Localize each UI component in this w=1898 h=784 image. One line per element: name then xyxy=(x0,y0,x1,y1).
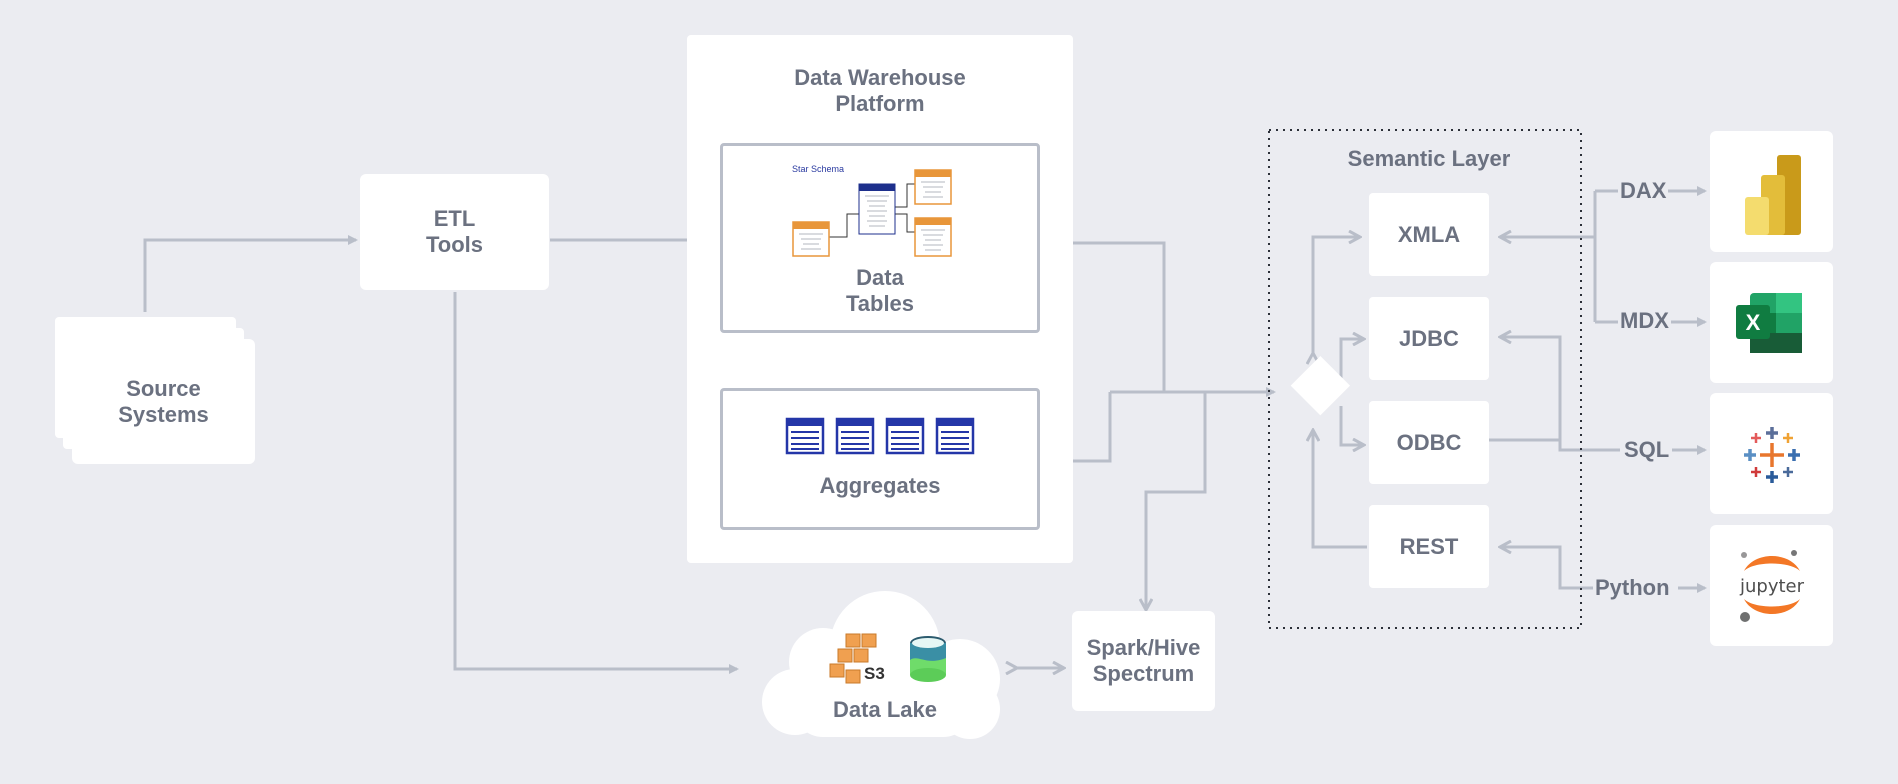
xmla-interface: XMLA xyxy=(1369,193,1489,276)
data-tables-label: Data Tables xyxy=(845,265,915,316)
data-lake-cloud xyxy=(762,591,1000,739)
source-systems-node: Source Systems xyxy=(72,339,255,464)
semantic-layer-title: Semantic Layer xyxy=(1347,146,1511,171)
semantic-layer-border xyxy=(1268,129,1582,629)
jupyter-icon: jupyter xyxy=(1739,550,1805,622)
mdx-label: MDX xyxy=(1618,308,1671,334)
odbc-label: ODBC xyxy=(1396,429,1462,455)
data-tables-node: Star Schema Data Tables xyxy=(720,143,1040,333)
rest-interface: REST xyxy=(1369,505,1489,588)
etl-tools-label: ETL Tools xyxy=(425,206,484,257)
aggregate-tables-icon xyxy=(785,417,975,455)
jdbc-interface: JDBC xyxy=(1369,297,1489,380)
rest-label: REST xyxy=(1399,533,1459,559)
etl-tools-node: ETL Tools xyxy=(360,174,549,290)
warehouse-title: Data Warehouse Platform xyxy=(794,65,966,116)
aggregates-label: Aggregates xyxy=(819,473,941,498)
star-schema-icon: Star Schema xyxy=(792,164,952,257)
excel-tile: X xyxy=(1710,262,1833,383)
jupyter-wordmark: jupyter xyxy=(1739,576,1805,597)
power-bi-icon xyxy=(1745,155,1801,235)
s3-bucket-icon xyxy=(829,633,877,684)
xmla-label: XMLA xyxy=(1397,221,1461,247)
jupyter-tile: jupyter xyxy=(1710,525,1833,646)
spark-hive-label: Spark/Hive Spectrum xyxy=(1086,635,1201,686)
sql-label: SQL xyxy=(1622,437,1672,463)
source-systems-label: Source Systems xyxy=(118,375,209,427)
python-label: Python xyxy=(1593,575,1672,601)
power-bi-tile xyxy=(1710,131,1833,252)
tableau-tile xyxy=(1710,393,1833,514)
tableau-icon xyxy=(1744,427,1800,483)
excel-icon: X xyxy=(1736,293,1802,353)
spark-hive-node: Spark/Hive Spectrum xyxy=(1072,611,1215,711)
odbc-interface: ODBC xyxy=(1369,401,1489,484)
data-lake-label: Data Lake xyxy=(833,697,937,722)
excel-letter: X xyxy=(1746,310,1761,335)
s3-label: S3 xyxy=(864,664,885,683)
dax-label: DAX xyxy=(1618,178,1669,204)
star-schema-label: Star Schema xyxy=(792,164,844,174)
jdbc-label: JDBC xyxy=(1399,325,1459,351)
database-lake-icon xyxy=(910,636,946,682)
aggregates-node: Aggregates xyxy=(720,388,1040,530)
